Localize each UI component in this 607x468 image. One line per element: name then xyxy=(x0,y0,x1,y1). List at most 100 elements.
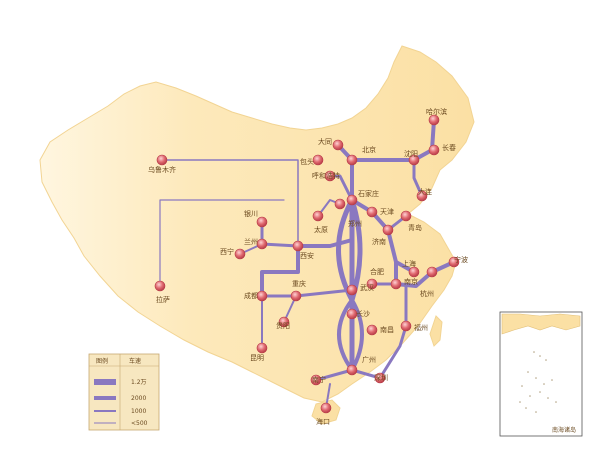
city-label-nanning: 南宁 xyxy=(312,375,326,384)
city-label-hefei: 合肥 xyxy=(370,267,384,276)
route-xian-chengdu xyxy=(260,244,300,298)
city-marker-haerbin[interactable] xyxy=(428,114,440,126)
city-label-hangzhou: 杭州 xyxy=(420,289,434,298)
south-china-sea-inset: 南海诸岛 xyxy=(499,311,583,437)
city-label-changchun: 长春 xyxy=(442,143,456,152)
city-label-dalian: 大连 xyxy=(418,187,432,196)
city-marker-hangzhou[interactable] xyxy=(426,266,438,278)
city-marker-qingdao[interactable] xyxy=(400,210,412,222)
city-marker-yinchuan[interactable] xyxy=(256,216,268,228)
legend-label-2: 2000 xyxy=(131,395,146,402)
city-label-datong: 大同 xyxy=(318,137,332,146)
city-label-haerbin: 哈尔滨 xyxy=(426,107,447,116)
city-marker-zhengzhou[interactable] xyxy=(334,198,346,210)
city-marker-changchun[interactable] xyxy=(428,144,440,156)
city-marker-taiyuan[interactable] xyxy=(312,210,324,222)
route-xian-zhengzhou xyxy=(296,238,354,248)
city-label-wuhan: 武汉 xyxy=(360,283,374,292)
legend-box xyxy=(88,353,160,431)
city-marker-chengdu[interactable] xyxy=(256,290,268,302)
city-label-urumqi: 乌鲁木齐 xyxy=(148,165,176,174)
inset-label: 南海诸岛 xyxy=(552,426,576,434)
city-label-guiyang: 贵阳 xyxy=(276,321,290,330)
city-marker-hefei[interactable] xyxy=(366,278,378,290)
city-marker-lhasa[interactable] xyxy=(154,280,166,292)
city-markers xyxy=(154,114,460,414)
city-label-nanjing: 南京 xyxy=(404,277,418,286)
city-label-yinchuan: 银川 xyxy=(244,209,258,218)
city-label-chongqing: 重庆 xyxy=(292,279,306,288)
city-marker-guiyang[interactable] xyxy=(278,316,290,328)
city-label-shenzhen: 深圳 xyxy=(374,373,388,382)
city-label-changsha: 长沙 xyxy=(356,309,370,318)
legend-title-left: 图例 xyxy=(96,357,108,365)
city-marker-datong[interactable] xyxy=(332,139,344,151)
city-label-jinan: 济南 xyxy=(372,237,386,246)
inset-islands xyxy=(519,351,557,413)
route-xining-lhasa xyxy=(159,199,285,287)
route-lanzhou-urumqi xyxy=(161,159,299,247)
city-marker-lanzhou[interactable] xyxy=(256,238,268,250)
city-label-qingdao: 青岛 xyxy=(408,223,422,232)
city-marker-fuzhou[interactable] xyxy=(400,320,412,332)
legend-label-4: <500 xyxy=(131,420,148,427)
china-landmass xyxy=(39,45,475,403)
route-shanghai-hangzhou xyxy=(394,260,456,288)
legend-label-3: 1000 xyxy=(131,408,146,415)
route-arc-south-east xyxy=(350,298,364,372)
taiwan-island xyxy=(429,315,443,347)
city-marker-ningbo[interactable] xyxy=(448,256,460,268)
city-marker-wuhan[interactable] xyxy=(346,284,358,296)
city-label-ningbo: 宁波 xyxy=(454,255,468,264)
city-marker-haikou[interactable] xyxy=(320,402,332,414)
city-marker-shanghai[interactable] xyxy=(408,266,420,278)
city-marker-xian[interactable] xyxy=(292,240,304,252)
city-marker-changsha[interactable] xyxy=(346,308,358,320)
route-guangzhou-nanning xyxy=(314,368,354,382)
legend-label-1: 1.2万 xyxy=(131,379,147,386)
city-marker-hohhot[interactable] xyxy=(324,170,336,182)
city-label-shijiazhuang: 石家庄 xyxy=(358,189,379,198)
city-marker-kunming[interactable] xyxy=(256,342,268,354)
city-marker-chongqing[interactable] xyxy=(290,290,302,302)
city-label-hohhot: 呼和浩特 xyxy=(312,171,340,180)
legend-title-right: 车速 xyxy=(129,357,141,365)
city-label-tianjin: 天津 xyxy=(380,208,394,216)
city-marker-shijiazhuang[interactable] xyxy=(346,194,358,206)
city-marker-xining[interactable] xyxy=(234,248,246,260)
city-label-fuzhou: 福州 xyxy=(414,323,428,332)
city-label-taiyuan: 太原 xyxy=(314,225,328,234)
route-arc-south-west xyxy=(337,298,354,372)
city-marker-shenzhen[interactable] xyxy=(374,372,386,384)
city-label-lhasa: 拉萨 xyxy=(156,295,170,304)
city-label-baotou: 包头 xyxy=(300,157,314,166)
city-label-lanzhou: 兰州 xyxy=(244,237,258,246)
city-marker-jinan[interactable] xyxy=(382,224,394,236)
city-label-xian: 西安 xyxy=(300,251,314,260)
city-marker-beijing[interactable] xyxy=(346,154,358,166)
legend: 图例 车速 1.2万 2000 1000 <500 xyxy=(88,353,160,431)
city-label-xining: 西宁 xyxy=(220,247,234,256)
city-marker-baotou[interactable] xyxy=(312,154,324,166)
city-label-shenyang: 沈阳 xyxy=(404,149,418,158)
city-marker-shenyang[interactable] xyxy=(408,154,420,166)
city-marker-urumqi[interactable] xyxy=(156,154,168,166)
city-marker-nanchang[interactable] xyxy=(366,324,378,336)
city-marker-dalian[interactable] xyxy=(416,190,428,202)
city-marker-nanjing[interactable] xyxy=(390,278,402,290)
city-marker-guangzhou[interactable] xyxy=(346,364,358,376)
city-label-guangzhou: 广州 xyxy=(362,355,376,364)
inset-coast xyxy=(501,313,581,335)
city-label-zhengzhou: 郑州 xyxy=(348,220,362,228)
city-label-shanghai: 上海 xyxy=(402,259,416,268)
city-label-beijing: 北京 xyxy=(362,145,376,154)
city-marker-tianjin[interactable] xyxy=(366,206,378,218)
city-label-kunming: 昆明 xyxy=(250,354,264,362)
city-marker-nanning[interactable] xyxy=(310,374,322,386)
route-hangzhou-fuzhou xyxy=(378,284,408,380)
city-label-nanchang: 南昌 xyxy=(380,325,394,334)
route-shenyang-dalian xyxy=(412,158,424,198)
